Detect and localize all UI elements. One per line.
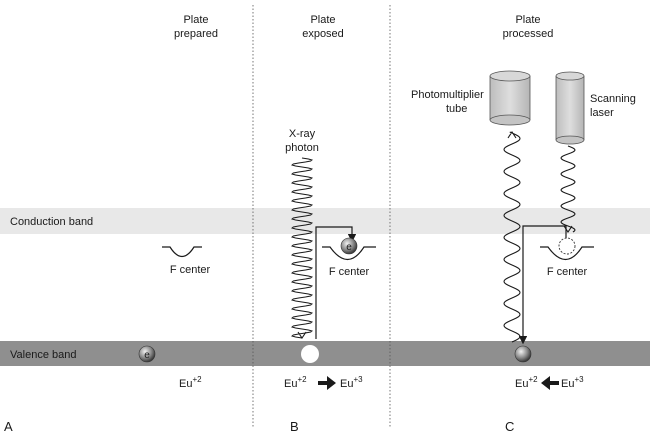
photomultiplier-tube xyxy=(490,76,530,120)
column-a-title-line2: prepared xyxy=(174,28,218,40)
trapped-electron-b-label: e xyxy=(346,242,352,253)
column-b-title-line2: exposed xyxy=(302,28,344,40)
scanning-laser-label-line2: laser xyxy=(590,107,614,119)
conduction-band-label: Conduction band xyxy=(10,216,93,228)
electron-a xyxy=(138,345,156,363)
laser-beam-wave xyxy=(560,145,576,233)
scanning-laser-top xyxy=(555,71,585,81)
column-b-title-line1: Plate xyxy=(310,14,335,26)
electron-path-b xyxy=(315,226,357,339)
emitted-light-wave xyxy=(503,131,521,343)
recombined-electron-c xyxy=(514,345,532,363)
scanning-laser-label-line1: Scanning xyxy=(590,93,636,105)
panel-letter-a: A xyxy=(4,419,13,434)
f-center-label-c: F center xyxy=(547,266,588,278)
scanning-laser-bottom xyxy=(555,135,585,145)
panel-letter-b: B xyxy=(290,419,299,434)
f-center-label-b: F center xyxy=(329,266,370,278)
xray-label-line1: X-ray xyxy=(289,128,316,140)
valence-band xyxy=(0,341,650,366)
electron-path-c xyxy=(518,225,567,345)
eu-c-left: Eu+2 xyxy=(515,375,538,390)
eu-c-right: Eu+3 xyxy=(561,375,584,390)
arrow-left-c xyxy=(541,376,559,390)
f-center-trap-c xyxy=(540,246,594,261)
eu-b-left: Eu+2 xyxy=(284,375,307,390)
photomultiplier-tube-top xyxy=(489,70,531,82)
valence-band-label: Valence band xyxy=(10,349,76,361)
photomultiplier-tube-bottom xyxy=(489,114,531,126)
xray-photon-wave xyxy=(291,157,313,339)
trapped-electron-b xyxy=(340,237,358,255)
column-c-title-line1: Plate xyxy=(515,14,540,26)
column-c-title-line2: processed xyxy=(503,28,554,40)
xray-label-line2: photon xyxy=(285,142,319,154)
scanning-laser xyxy=(556,76,584,140)
panel-letter-c: C xyxy=(505,419,514,434)
hole-b xyxy=(301,345,319,363)
conduction-band xyxy=(0,208,650,234)
f-center-trap-b xyxy=(322,246,376,261)
photomultiplier-label-line2: tube xyxy=(446,103,467,115)
electron-a-label: e xyxy=(144,350,150,361)
empty-f-center-c xyxy=(558,237,576,255)
f-center-trap-a xyxy=(162,246,202,258)
eu-b-right: Eu+3 xyxy=(340,375,363,390)
eu-a: Eu+2 xyxy=(179,375,202,390)
column-a-title-line1: Plate xyxy=(183,14,208,26)
photomultiplier-label-line1: Photomultiplier xyxy=(411,89,484,101)
f-center-label-a: F center xyxy=(170,264,211,276)
arrow-right-b xyxy=(318,376,336,390)
